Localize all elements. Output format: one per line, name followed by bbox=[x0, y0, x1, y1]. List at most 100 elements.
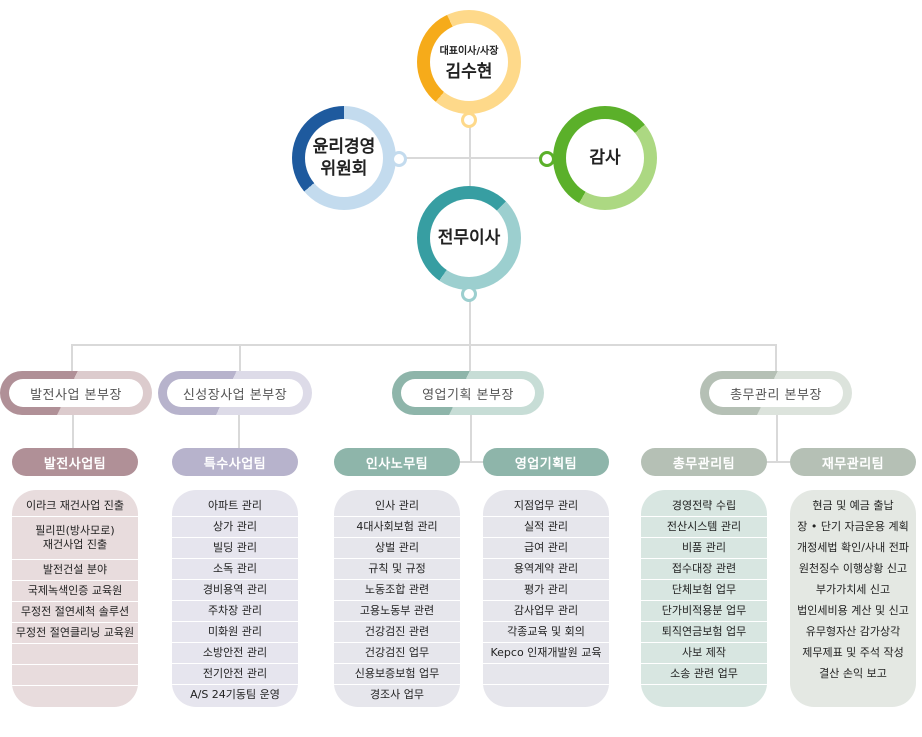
connector-div3-teams-horizontal bbox=[460, 461, 484, 463]
audit-name: 감사 bbox=[589, 148, 621, 168]
ceo-name: 김수현 bbox=[445, 61, 493, 82]
team-sales-planning[interactable]: 영업기획팀 bbox=[483, 448, 609, 476]
duty-item: 아파트 관리 bbox=[172, 496, 298, 517]
division-label: 영업기획 본부장 bbox=[401, 379, 535, 407]
duty-item: 경비용역 관리 bbox=[172, 580, 298, 601]
duty-item: 단가비적용분 업무 bbox=[641, 601, 767, 622]
audit-circle[interactable]: 감사 bbox=[553, 106, 657, 210]
duty-item: 단체보험 업무 bbox=[641, 580, 767, 601]
duty-card-sales-planning: 지점업무 관리 실적 관리 급여 관리 용역계약 관리 평가 관리 감사업무 관… bbox=[483, 490, 609, 707]
ceo-connector-knob bbox=[461, 112, 477, 128]
duty-item: 부가가치세 신고 bbox=[815, 583, 891, 596]
duty-item: 경영전략 수립 bbox=[641, 496, 767, 517]
duty-item: 퇴직연금보험 업무 bbox=[641, 622, 767, 643]
division-power-business[interactable]: 발전사업 본부장 bbox=[0, 371, 152, 415]
connector-div3-team bbox=[470, 414, 472, 462]
duty-item: 빌딩 관리 bbox=[172, 538, 298, 559]
duty-item: 소방안전 관리 bbox=[172, 643, 298, 664]
team-special-business[interactable]: 특수사업팀 bbox=[172, 448, 298, 476]
duty-item bbox=[12, 644, 138, 665]
connector-horizontal-divisions bbox=[71, 344, 777, 346]
ethics-line1: 윤리경영 bbox=[312, 137, 376, 157]
duty-item: 현금 및 예금 출납 bbox=[812, 499, 894, 512]
duty-item: 규칙 및 규정 bbox=[334, 559, 460, 580]
connector-vertical-exec-divisions bbox=[469, 295, 471, 345]
division-general-affairs[interactable]: 총무관리 본부장 bbox=[700, 371, 852, 415]
duty-item: 전산시스템 관리 bbox=[641, 517, 767, 538]
duty-item bbox=[12, 665, 138, 686]
executive-director-circle[interactable]: 전무이사 bbox=[417, 186, 521, 290]
connector-horizontal-ethics-audit bbox=[398, 157, 548, 159]
duty-item: 제무제표 및 주석 작성 bbox=[802, 646, 904, 659]
team-finance[interactable]: 재무관리팀 bbox=[790, 448, 916, 476]
duty-item: 인사 관리 bbox=[334, 496, 460, 517]
duty-item: 발전건설 분야 bbox=[12, 560, 138, 581]
duty-item: 법인세비용 계산 및 신고 bbox=[797, 604, 909, 617]
division-new-growth[interactable]: 신성장사업 본부장 bbox=[158, 371, 312, 415]
duty-item: 비품 관리 bbox=[641, 538, 767, 559]
duty-item: 무정전 절연클리닝 교육원 bbox=[12, 623, 138, 644]
division-sales-planning[interactable]: 영업기획 본부장 bbox=[392, 371, 544, 415]
connector-vertical-ceo-exec bbox=[469, 120, 471, 200]
connector-drop-div1 bbox=[71, 344, 73, 374]
duty-item: 감사업무 관리 bbox=[483, 601, 609, 622]
duty-item: 고용노동부 관련 bbox=[334, 601, 460, 622]
duty-item bbox=[12, 686, 138, 706]
duty-item: 지점업무 관리 bbox=[483, 496, 609, 517]
duty-item: 주차장 관리 bbox=[172, 601, 298, 622]
team-hr-labor[interactable]: 인사노무팀 bbox=[334, 448, 460, 476]
duty-item: 이라크 재건사업 진출 bbox=[12, 496, 138, 517]
duty-item: 사보 제작 bbox=[641, 643, 767, 664]
duty-item bbox=[483, 685, 609, 705]
duty-card-power-business: 이라크 재건사업 진출 필리핀(방사모로) 재건사업 진출 발전건설 분야 국제… bbox=[12, 490, 138, 707]
duty-card-finance: 현금 및 예금 출납 장 • 단기 자금운용 계획 개정세법 확인/사내 전파 … bbox=[790, 490, 916, 707]
ethics-connector-knob bbox=[391, 151, 407, 167]
duty-item: 급여 관리 bbox=[483, 538, 609, 559]
duty-item: 건강검진 업무 bbox=[334, 643, 460, 664]
connector-div1-team bbox=[72, 414, 74, 448]
duty-item: 용역계약 관리 bbox=[483, 559, 609, 580]
duty-item bbox=[641, 685, 767, 705]
duty-item: 4대사회보험 관리 bbox=[334, 517, 460, 538]
duty-item: 국제녹색인증 교육원 bbox=[12, 581, 138, 602]
ceo-circle[interactable]: 대표이사/사장 김수현 bbox=[417, 10, 521, 114]
duty-item: 상벌 관리 bbox=[334, 538, 460, 559]
duty-item: 접수대장 관련 bbox=[641, 559, 767, 580]
team-general-affairs[interactable]: 총무관리팀 bbox=[641, 448, 767, 476]
duty-item: 실적 관리 bbox=[483, 517, 609, 538]
duty-item: 필리핀(방사모로) 재건사업 진출 bbox=[12, 517, 138, 560]
connector-div2-team bbox=[238, 414, 240, 448]
duty-item: 상가 관리 bbox=[172, 517, 298, 538]
duty-item: 결산 손익 보고 bbox=[819, 667, 887, 680]
connector-drop-div4 bbox=[775, 344, 777, 374]
ethics-line2: 위원회 bbox=[320, 159, 368, 179]
duty-item: 평가 관리 bbox=[483, 580, 609, 601]
duty-card-hr-labor: 인사 관리 4대사회보험 관리 상벌 관리 규칙 및 규정 노동조합 관련 고용… bbox=[334, 490, 460, 707]
duty-item: 미화원 관리 bbox=[172, 622, 298, 643]
duty-item: 신용보증보험 업무 bbox=[334, 664, 460, 685]
duty-item: 노동조합 관련 bbox=[334, 580, 460, 601]
duty-item bbox=[790, 685, 916, 705]
division-label: 발전사업 본부장 bbox=[9, 379, 143, 407]
duty-item bbox=[483, 664, 609, 685]
ceo-subtitle: 대표이사/사장 bbox=[439, 45, 499, 57]
team-power-business[interactable]: 발전사업팀 bbox=[12, 448, 138, 476]
connector-drop-div2 bbox=[239, 344, 241, 374]
connector-div4-team bbox=[776, 414, 778, 462]
duty-item: 소송 관련 업무 bbox=[641, 664, 767, 685]
duty-item: 원천징수 이행상황 신고 bbox=[798, 562, 908, 575]
duty-card-general-affairs: 경영전략 수립 전산시스템 관리 비품 관리 접수대장 관련 단체보험 업무 단… bbox=[641, 490, 767, 707]
duty-card-special-business: 아파트 관리 상가 관리 빌딩 관리 소독 관리 경비용역 관리 주차장 관리 … bbox=[172, 490, 298, 707]
duty-item: 장 • 단기 자금운용 계획 bbox=[797, 520, 909, 533]
duty-item: 전기안전 관리 bbox=[172, 664, 298, 685]
audit-connector-knob bbox=[539, 151, 555, 167]
duty-item: 개정세법 확인/사내 전파 bbox=[797, 541, 909, 554]
ethics-committee-circle[interactable]: 윤리경영 위원회 bbox=[292, 106, 396, 210]
division-label: 총무관리 본부장 bbox=[709, 379, 843, 407]
connector-drop-div3 bbox=[469, 344, 471, 374]
division-label: 신성장사업 본부장 bbox=[167, 379, 303, 407]
duty-item: 경조사 업무 bbox=[369, 688, 425, 701]
duty-item: 소독 관리 bbox=[172, 559, 298, 580]
duty-item: 건강검진 관련 bbox=[334, 622, 460, 643]
executive-connector-knob bbox=[461, 286, 477, 302]
